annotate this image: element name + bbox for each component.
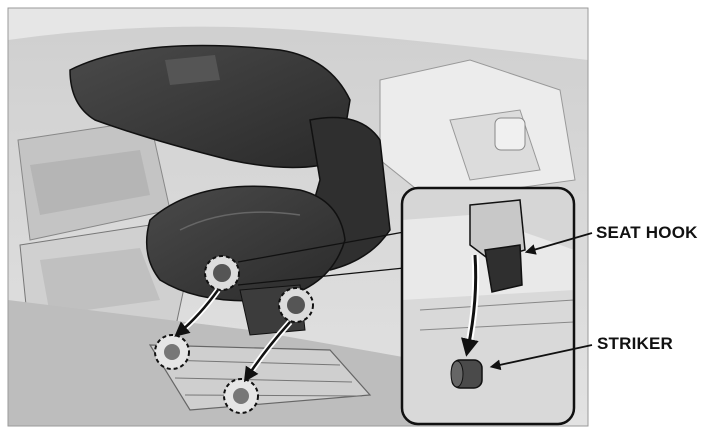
seat-hook-label: SEAT HOOK — [596, 223, 698, 243]
striker-label: STRIKER — [597, 334, 673, 354]
detail-inset — [402, 188, 574, 424]
